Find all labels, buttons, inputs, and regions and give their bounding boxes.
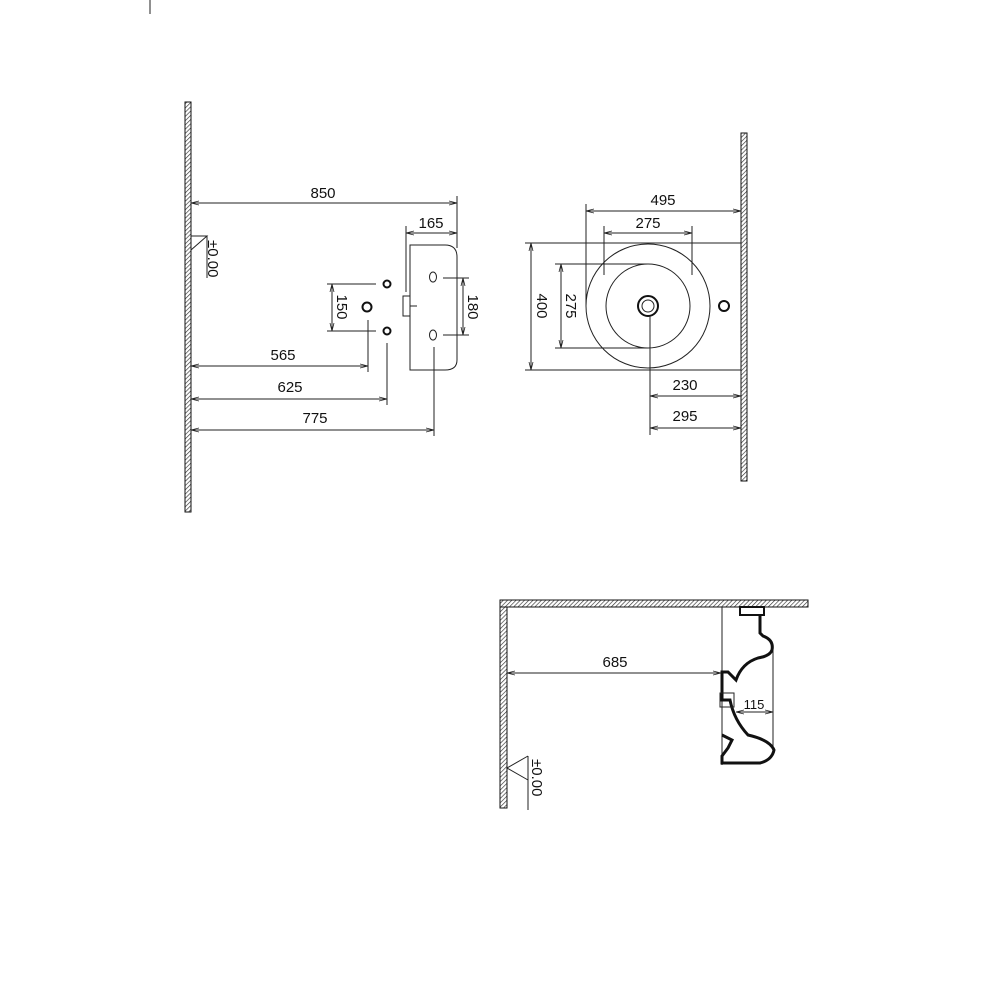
- dim-230: 230: [672, 377, 697, 394]
- dim-295: 295: [672, 408, 697, 425]
- dim-150: 150: [333, 294, 350, 319]
- ceiling-hatch: [499, 599, 809, 608]
- dim-400: 400: [533, 293, 550, 318]
- dim-565: 565: [270, 347, 295, 364]
- waste-hole-icon: [361, 301, 373, 313]
- valve-hole-icon: [382, 326, 392, 336]
- waste-outlet: [719, 692, 735, 708]
- front-view: 495 275 400 275 230 295: [525, 132, 748, 482]
- basin-outline: [409, 244, 458, 371]
- bracket: [739, 606, 765, 616]
- dim-180: 180: [464, 294, 481, 319]
- side-view: 685 115 ±0.00: [499, 599, 809, 810]
- fixing-hole-icon: [429, 329, 437, 341]
- level-mark: ±0.00: [528, 759, 545, 796]
- dim-115: 115: [744, 697, 765, 712]
- dim-625: 625: [277, 379, 302, 396]
- dim-775: 775: [302, 410, 327, 427]
- wall-hatch: [740, 132, 748, 482]
- wall-hatch: [499, 606, 508, 809]
- level-triangle-icon: [505, 755, 529, 781]
- tap-hole-icon: [718, 300, 730, 312]
- fixing-hole-icon: [429, 271, 437, 283]
- basin-rim: [585, 243, 711, 369]
- basin-section: [720, 615, 776, 765]
- dim-685: 685: [602, 654, 627, 671]
- dim-165: 165: [418, 215, 443, 232]
- drain-icon: [637, 295, 659, 317]
- dim-275-vertical: 275: [562, 293, 579, 318]
- top-view: ±0.00 850 165 150 180 565 625: [184, 101, 481, 513]
- dim-275-horizontal: 275: [635, 215, 660, 232]
- valve-hole-icon: [382, 279, 392, 289]
- wall-hatch: [184, 101, 192, 513]
- dim-495: 495: [650, 192, 675, 209]
- level-mark: ±0.00: [204, 240, 221, 277]
- dim-850: 850: [310, 185, 335, 202]
- overflow-slot: [402, 295, 411, 317]
- drain-inner: [641, 299, 655, 313]
- basin-outline: [541, 242, 741, 371]
- bowl: [605, 263, 691, 349]
